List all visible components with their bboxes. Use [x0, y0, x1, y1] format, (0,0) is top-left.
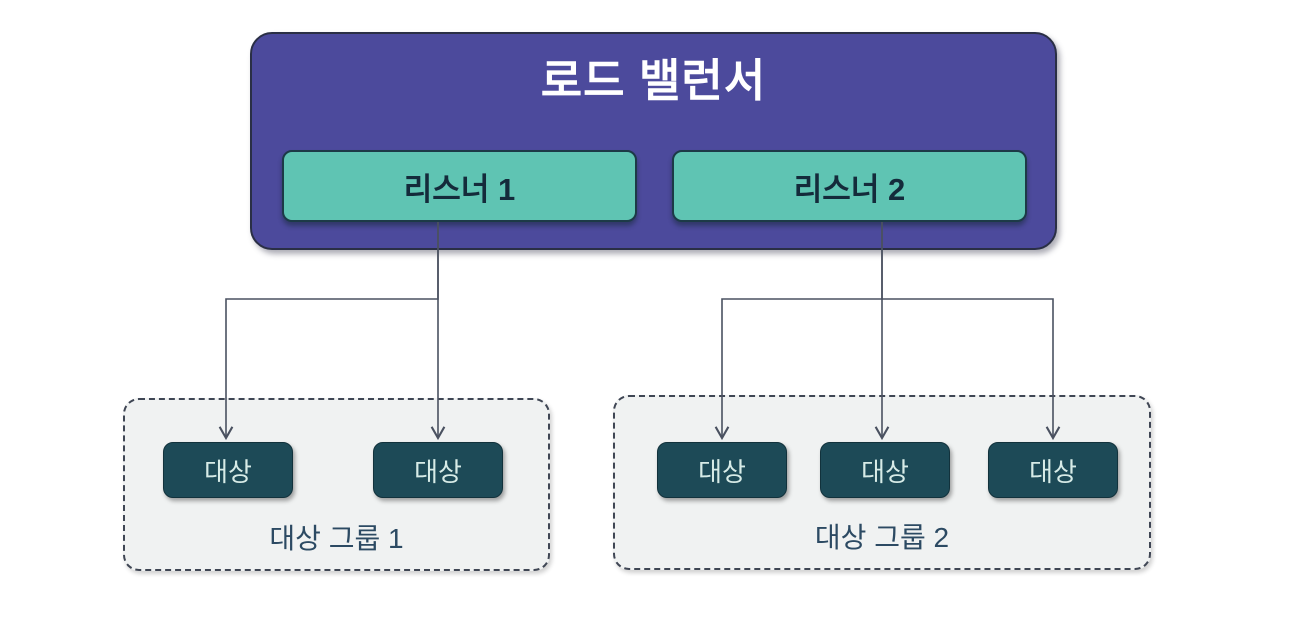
target-group-1-box: 대상 대상 대상 그룹 1: [123, 398, 550, 571]
target-label: 대상: [204, 456, 252, 487]
target-group-2-label: 대상 그룹 2: [814, 522, 950, 553]
load-balancer-title: 로드 밸런서: [540, 55, 767, 106]
load-balancer-box: 로드 밸런서 리스너 1 리스너 2: [250, 32, 1057, 250]
target-box: 대상: [163, 442, 293, 498]
listener-1-box: 리스너 1: [282, 150, 637, 222]
target-label: 대상: [1029, 456, 1077, 487]
target-box: 대상: [820, 442, 950, 498]
listener-2-box: 리스너 2: [672, 150, 1027, 222]
target-group-1-label: 대상 그룹 1: [269, 523, 404, 554]
target-label: 대상: [698, 456, 746, 487]
target-label: 대상: [861, 456, 909, 487]
target-box: 대상: [657, 442, 787, 498]
listener-2-label: 리스너 2: [793, 171, 906, 207]
target-group-2-box: 대상 대상 대상 대상 그룹 2: [613, 395, 1151, 570]
target-box: 대상: [373, 442, 503, 498]
target-label: 대상: [414, 456, 462, 487]
target-box: 대상: [988, 442, 1118, 498]
listener-1-label: 리스너 1: [403, 171, 516, 207]
